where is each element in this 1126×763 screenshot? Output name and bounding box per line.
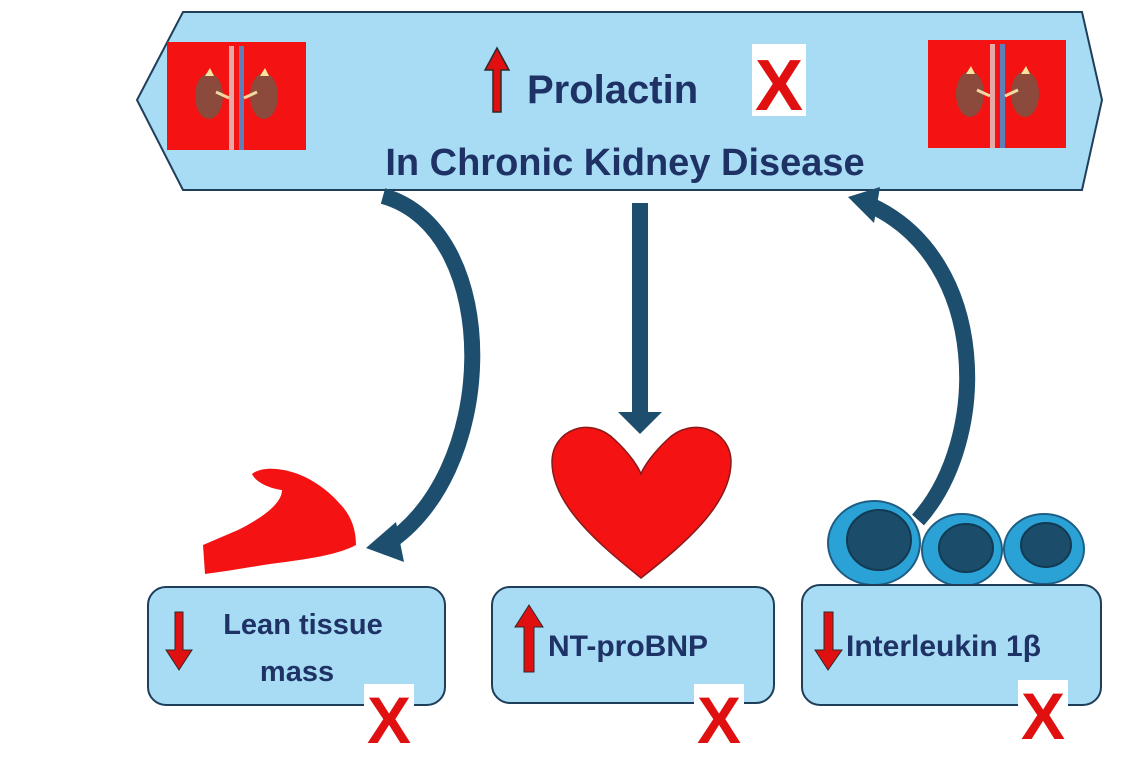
lean-mass-label-line1: Lean tissue [223,609,383,641]
kidney-icon-right [928,40,1066,148]
arrowhead-heart [618,412,662,434]
down-arrow-icon [165,611,193,671]
ntprobnp-x-mark-bg [694,684,744,748]
interleukin-box [801,584,1102,706]
heart-icon [551,426,732,579]
header-title-line1: Prolactin [527,68,698,112]
immune-cells-icon [827,500,1085,587]
lean-mass-label-line2: mass [260,656,334,688]
interleukin-label: Interleukin 1β [846,630,1041,663]
ntprobnp-x-mark: X [697,683,741,757]
ntprobnp-label: NT-proBNP [548,630,708,663]
lean-mass-x-mark: X [367,683,411,757]
header-x-mark-bg [752,44,806,116]
up-arrow-icon [483,46,511,113]
header-title-line2: In Chronic Kidney Disease [385,142,864,184]
arrow-to-lean-mass [375,188,481,555]
ntprobnp-box [491,586,775,704]
header-x-mark: X [755,46,803,126]
interleukin-x-mark-bg [1018,680,1068,744]
muscle-icon [203,468,356,574]
kidney-icon-left [167,42,306,150]
lean-mass-box [147,586,446,706]
down-arrow-icon [814,611,843,671]
interleukin-x-mark: X [1021,679,1065,753]
arrow-to-heart-shaft [632,203,648,413]
arrowhead-interleukin [848,187,880,223]
header-banner [135,11,1104,191]
lean-mass-x-mark-bg [364,684,414,748]
arrow-from-interleukin [866,197,976,526]
up-arrow-icon [514,604,544,673]
arrowhead-lean-mass [366,522,404,562]
